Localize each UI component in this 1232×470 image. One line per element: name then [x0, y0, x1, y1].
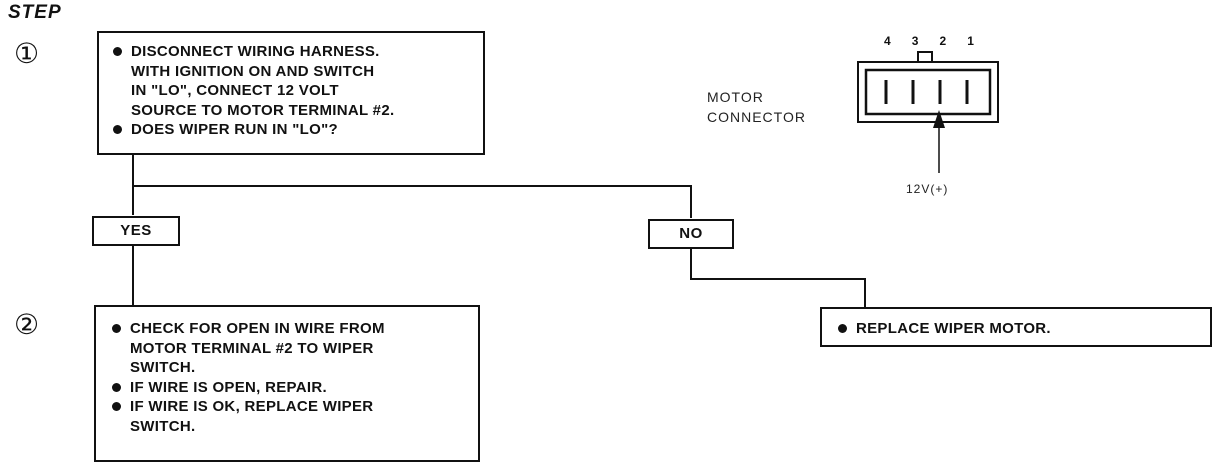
- step-2-box: CHECK FOR OPEN IN WIRE FROM MOTOR TERMIN…: [94, 305, 480, 462]
- pin-number-3: 3: [911, 34, 919, 48]
- connector-line: [132, 185, 692, 187]
- pin-number-2: 2: [939, 34, 947, 48]
- connector-line: [690, 278, 866, 280]
- step-2-item-1: CHECK FOR OPEN IN WIRE FROM MOTOR TERMIN…: [108, 319, 470, 378]
- motor-connector-label: MOTOR CONNECTOR: [707, 87, 806, 127]
- no-label: NO: [648, 219, 734, 249]
- pin-number-1: 1: [967, 34, 974, 48]
- step-1-item-1: DISCONNECT WIRING HARNESS. WITH IGNITION…: [109, 42, 475, 120]
- motor-connector-label-line-1: MOTOR: [707, 89, 764, 105]
- motor-connector-label-line-2: CONNECTOR: [707, 109, 806, 125]
- replace-motor-box: REPLACE WIPER MOTOR.: [820, 307, 1212, 347]
- motor-connector-drawing: [857, 51, 999, 173]
- step-2-item-3: IF WIRE IS OK, REPLACE WIPER SWITCH.: [108, 397, 470, 436]
- step-1-box: DISCONNECT WIRING HARNESS. WITH IGNITION…: [97, 31, 485, 155]
- connector-line: [864, 278, 866, 309]
- step-title: STEP: [8, 2, 62, 23]
- step-number-2: ②: [14, 308, 40, 341]
- connector-line: [690, 185, 692, 218]
- connector-line: [690, 248, 692, 280]
- voltage-source-label: 12V(+): [906, 182, 949, 196]
- connector-pin-numbers: 4 3 2 1: [884, 34, 974, 48]
- step-number-1: ①: [14, 37, 40, 70]
- connector-line: [132, 245, 134, 305]
- replace-motor-item: REPLACE WIPER MOTOR.: [834, 319, 1202, 339]
- pin-number-4: 4: [884, 34, 891, 48]
- step-1-item-2: DOES WIPER RUN IN "LO"?: [109, 120, 475, 140]
- yes-label: YES: [92, 216, 180, 246]
- step-2-item-2: IF WIRE IS OPEN, REPAIR.: [108, 378, 470, 398]
